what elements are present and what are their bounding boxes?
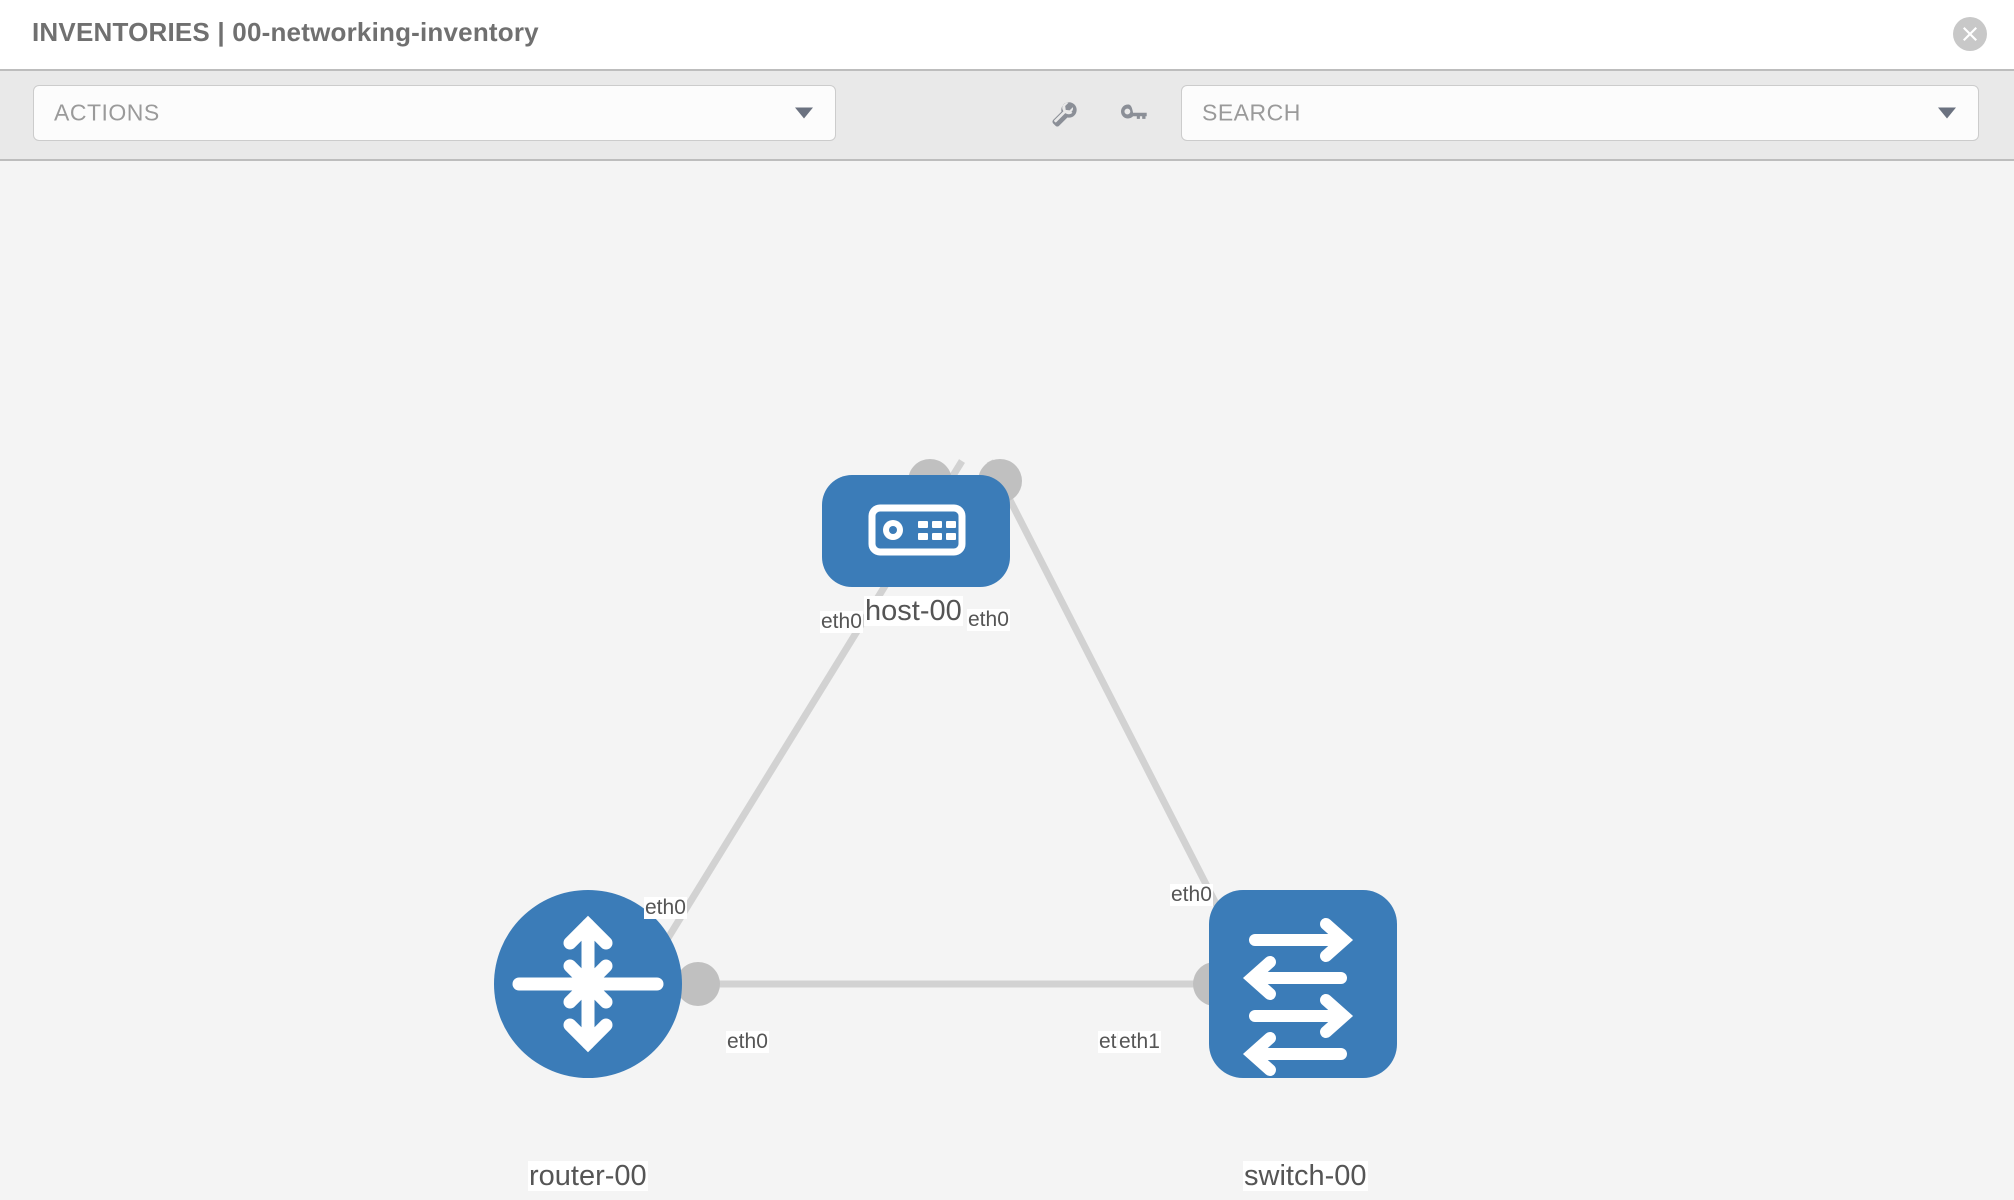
close-icon[interactable] [1953, 17, 1987, 51]
link-host-switch [986, 459, 1239, 943]
router-arrows-icon [512, 915, 664, 1053]
port-label: eth0 [967, 608, 1010, 632]
chevron-down-icon [795, 107, 813, 119]
port-label: eth0 [1170, 883, 1213, 907]
port-label: eth0 [820, 610, 863, 634]
wrench-icon[interactable] [1047, 98, 1081, 132]
search-input[interactable]: SEARCH [1181, 85, 1979, 141]
node-label-switch: switch-00 [1243, 1160, 1368, 1192]
key-icon[interactable] [1115, 98, 1149, 132]
port-label: eth1 [1118, 1030, 1161, 1054]
toolbar: ACTIONS SEARCH [0, 69, 2014, 161]
port-label: eth0 [644, 896, 687, 920]
node-router-00[interactable] [494, 890, 682, 1078]
port-router-right [676, 962, 720, 1006]
page-title: INVENTORIES | 00-networking-inventory [32, 17, 539, 47]
search-placeholder: SEARCH [1202, 99, 1301, 126]
chevron-down-icon [1938, 107, 1956, 119]
actions-dropdown[interactable]: ACTIONS [33, 85, 836, 141]
server-dots-icon [918, 521, 956, 540]
node-label-host: host-00 [864, 595, 963, 627]
server-icon [868, 504, 966, 556]
topology-canvas[interactable]: eth0 eth0 eth0 eth0 eth0 eth0 eth1 host-… [0, 161, 2014, 1200]
node-label-router: router-00 [528, 1160, 648, 1192]
switch-arrows-icon [1242, 918, 1354, 1076]
actions-dropdown-label: ACTIONS [54, 99, 160, 126]
title-bar: INVENTORIES | 00-networking-inventory [0, 0, 2014, 69]
topology-graph [494, 459, 1397, 1078]
node-switch-00[interactable] [1209, 890, 1397, 1078]
port-label: eth0 [726, 1030, 769, 1054]
node-host-00[interactable] [822, 475, 1010, 587]
